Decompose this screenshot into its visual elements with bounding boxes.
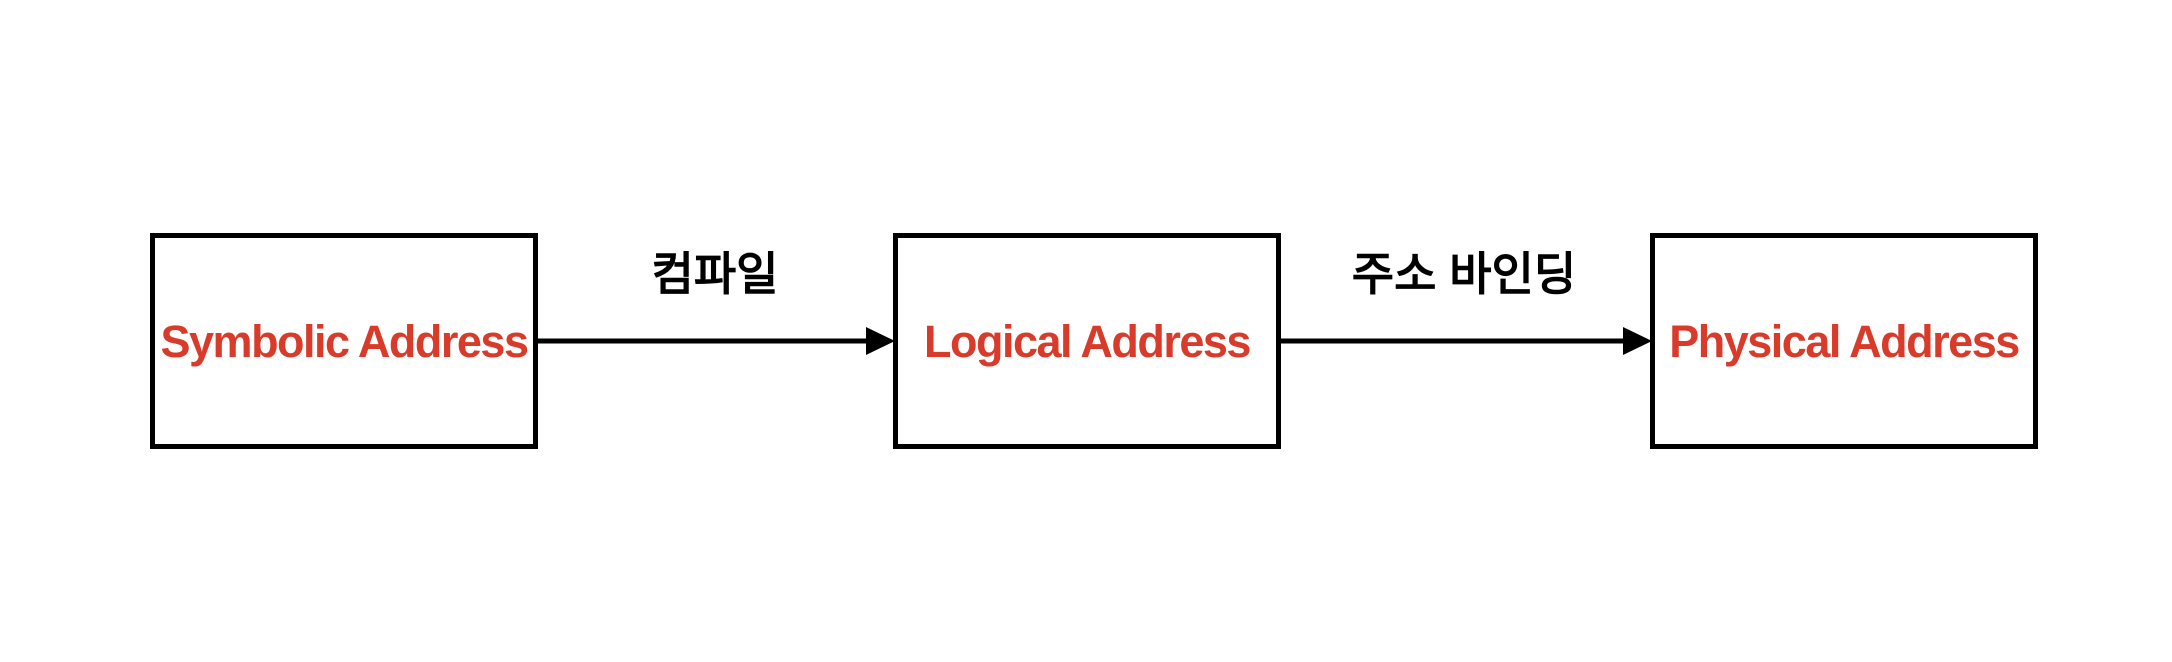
arrow-address-binding (1278, 327, 1652, 355)
edge-label-compile: 컴파일 (651, 248, 779, 300)
arrow-compile (537, 327, 895, 355)
node-label-symbolic-address: Symbolic Address (160, 315, 529, 367)
node-label-logical-address: Logical Address (924, 315, 1251, 367)
node-logical-address: Logical Address (893, 233, 1281, 449)
node-physical-address: Physical Address (1650, 233, 2038, 449)
node-symbolic-address: Symbolic Address (150, 233, 538, 449)
edge-label-address-binding: 주소 바인딩 (1351, 248, 1577, 300)
arrow-address-binding-arrowhead-icon (1623, 327, 1652, 355)
node-label-physical-address: Physical Address (1669, 315, 2020, 367)
arrow-compile-arrowhead-icon (866, 327, 895, 355)
